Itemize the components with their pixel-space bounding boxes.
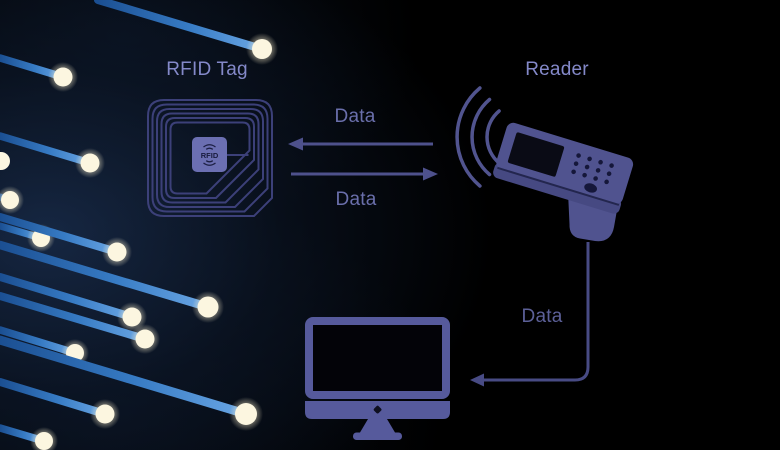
rfid-tag-label: RFID Tag <box>166 59 248 80</box>
monitor-base <box>353 432 402 440</box>
signal-waves-icon <box>455 86 501 188</box>
reader-keypad <box>571 153 614 193</box>
monitor-logo-dot <box>373 405 382 414</box>
arrowhead-right-icon <box>423 167 438 181</box>
arrow-reader-to-tag <box>288 137 433 151</box>
fiber-strand <box>0 186 24 214</box>
desktop-computer-icon <box>305 317 450 440</box>
rfid-chip-label: RFID <box>201 151 219 160</box>
fiber-strand <box>94 0 278 65</box>
reader-screen <box>507 132 565 177</box>
rfid-chip-icon: RFID <box>192 137 227 172</box>
data-flow-label-reader-to-computer: Data <box>521 306 563 327</box>
fiber-strand <box>0 152 10 170</box>
fiber-strand <box>0 292 160 354</box>
fiber-strand <box>0 273 147 332</box>
fiber-strand <box>0 378 120 429</box>
rfid-tag-coil-icon: RFID <box>147 99 273 217</box>
data-flow-label-reader-to-tag: Data <box>334 106 376 127</box>
monitor-screen <box>305 317 450 399</box>
arrow-reader-to-computer <box>470 242 590 387</box>
data-flow-label-tag-to-reader: Data <box>335 189 377 210</box>
monitor-stand <box>360 419 395 433</box>
handheld-reader-icon <box>493 122 634 242</box>
arrow-tag-to-reader <box>291 167 438 181</box>
fiber-strand <box>0 424 58 450</box>
fiber-strand <box>0 132 105 178</box>
fiber-strand <box>0 335 263 431</box>
fiber-optic-strands <box>0 0 278 450</box>
fiber-strand <box>0 240 224 323</box>
arrowhead-left-icon <box>288 137 303 151</box>
fiber-strand <box>0 54 78 92</box>
reader-label: Reader <box>525 59 589 80</box>
arrowhead-left-icon <box>470 373 484 387</box>
fiber-strand <box>0 213 132 267</box>
